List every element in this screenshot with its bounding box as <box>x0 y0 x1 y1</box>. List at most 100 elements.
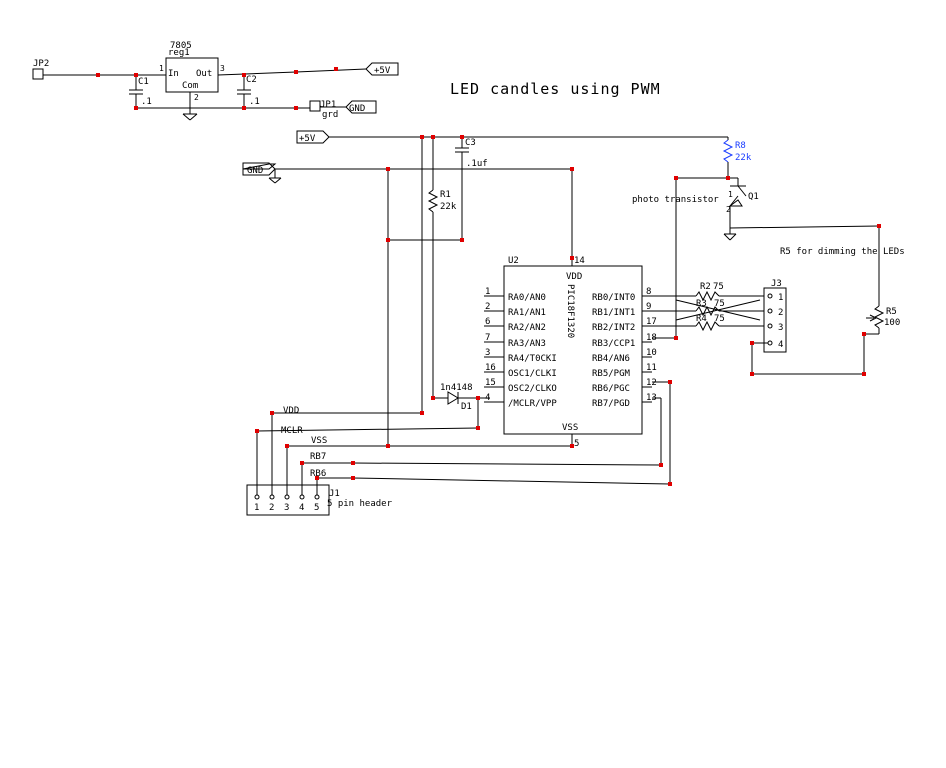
j3-pin-1: 1 <box>778 293 783 303</box>
junction-node <box>386 444 390 448</box>
mcu-right-pin-number: 9 <box>646 302 651 312</box>
led-resistors: R2 75 R3 75 R4 75 <box>652 282 764 339</box>
junction-nodes <box>96 67 881 486</box>
junction-node <box>270 411 274 415</box>
junction-node <box>750 372 754 376</box>
left-rails-section: +5V GND C3 .1uf R1 22k 1n4148 D1 <box>242 130 728 446</box>
mcu-left-pin-number: 4 <box>485 393 490 403</box>
regulator-pin1: 1 <box>159 64 164 73</box>
junction-node <box>862 332 866 336</box>
header-pin-hole <box>284 494 290 500</box>
mcu-right-pins: 8RB0/INT09RB1/INT117RB2/INT218RB3/CCP110… <box>592 287 657 409</box>
junction-node <box>294 106 298 110</box>
junction-node <box>334 67 338 71</box>
d1-part: 1n4148 <box>440 383 473 393</box>
diode-d1 <box>447 391 459 405</box>
mcu-right-pin-name: RB6/PGC <box>592 384 630 394</box>
mcu-part-name: PIC18F1320 <box>565 284 575 338</box>
net-vss-label: VSS <box>311 436 327 446</box>
junction-node <box>386 238 390 242</box>
mcu-left-pin-number: 7 <box>485 333 490 343</box>
junction-node <box>294 70 298 74</box>
junction-node <box>674 336 678 340</box>
junction-node <box>674 176 678 180</box>
junction-node <box>285 444 289 448</box>
j3-pin-2: 2 <box>778 308 783 318</box>
mcu-right-pin-name: RB3/CCP1 <box>592 339 635 349</box>
q1-pin1: 1 <box>728 190 733 199</box>
mcu-right-pin-number: 17 <box>646 317 657 327</box>
header-j1-ref: J1 <box>329 489 340 499</box>
mcu-left-pin-name: RA2/AN2 <box>508 323 546 333</box>
photo-transistor-label: photo transistor <box>632 195 719 205</box>
net-rb7-label: RB7 <box>310 452 326 462</box>
header-pin-number: 5 <box>314 503 319 513</box>
right-section: R8 22k Q1 1 2 photo transistor R5 for di… <box>632 137 905 375</box>
c1-label: C1 <box>138 77 149 87</box>
gnd-label-top: GND <box>349 104 365 114</box>
header-pin-hole <box>314 494 320 500</box>
junction-node <box>570 167 574 171</box>
mcu-left-pin-number: 2 <box>485 302 490 312</box>
jp1-label: JP1 <box>320 100 336 110</box>
junction-node <box>351 461 355 465</box>
net-vdd-label: VDD <box>283 406 299 416</box>
junction-node <box>431 396 435 400</box>
mcu-right-pin-number: 11 <box>646 363 657 373</box>
r8-label: R8 <box>735 141 746 151</box>
j3-pin-3: 3 <box>778 323 783 333</box>
net-mclr-label: MCLR <box>281 426 303 436</box>
mcu-right-pin-name: RB5/PGM <box>592 369 631 379</box>
header-pin-number: 3 <box>284 503 289 513</box>
mcu-right-pin-name: RB0/INT0 <box>592 293 635 303</box>
regulator-pin2: 2 <box>194 93 199 102</box>
r5-value: 100 <box>884 318 900 328</box>
jp1-connector <box>309 100 321 112</box>
r1-label: R1 <box>440 190 451 200</box>
junction-node <box>476 426 480 430</box>
junction-node <box>659 463 663 467</box>
plus5v-port-left <box>296 130 330 144</box>
mcu-body <box>503 265 643 435</box>
r8-value: 22k <box>735 153 752 163</box>
mcu-left-pin-number: 15 <box>485 378 496 388</box>
r2-value: 75 <box>713 282 724 292</box>
junction-node <box>570 444 574 448</box>
r3-label: R3 <box>696 299 707 309</box>
mcu-left-pin-name: RA1/AN1 <box>508 308 546 318</box>
phototransistor-q1: Q1 1 2 <box>726 178 759 234</box>
mcu-vdd: VDD <box>566 272 582 282</box>
junction-node <box>300 461 304 465</box>
r4-label: R4 <box>696 314 707 324</box>
junction-node <box>460 135 464 139</box>
mcu-left-pin-name: RA3/AN3 <box>508 339 546 349</box>
junction-node <box>862 372 866 376</box>
junction-node <box>726 176 730 180</box>
r2-label: R2 <box>700 282 711 292</box>
plus5v-label-left: +5V <box>299 134 316 144</box>
r4-value: 75 <box>714 314 725 324</box>
connector-j3: J3 1 2 3 4 <box>752 279 787 353</box>
regulator-ref: reg1 <box>168 48 190 58</box>
mcu-left-pin-number: 6 <box>485 317 490 327</box>
r5-note: R5 for dimming the LEDs <box>780 247 905 257</box>
regulator-out: Out <box>196 69 212 79</box>
junction-node <box>877 224 881 228</box>
jp2-label: JP2 <box>33 59 49 69</box>
mcu-right-pin-number: 13 <box>646 393 657 403</box>
junction-node <box>750 341 754 345</box>
junction-node <box>351 476 355 480</box>
mcu-pic18f1320: U2 VDD 14 VSS 5 PIC18F1320 1RA0/AN02RA1/… <box>484 256 657 449</box>
mcu-right-pin-number: 10 <box>646 348 657 358</box>
r5-label: R5 <box>886 307 897 317</box>
gnd-port-left <box>242 163 277 170</box>
junction-node <box>476 396 480 400</box>
junction-node <box>668 380 672 384</box>
header-j1-body <box>246 484 330 516</box>
schematic-title: LED candles using PWM <box>450 80 661 98</box>
junction-node <box>420 411 424 415</box>
junction-node <box>96 73 100 77</box>
mcu-vdd-pin: 14 <box>574 256 585 266</box>
